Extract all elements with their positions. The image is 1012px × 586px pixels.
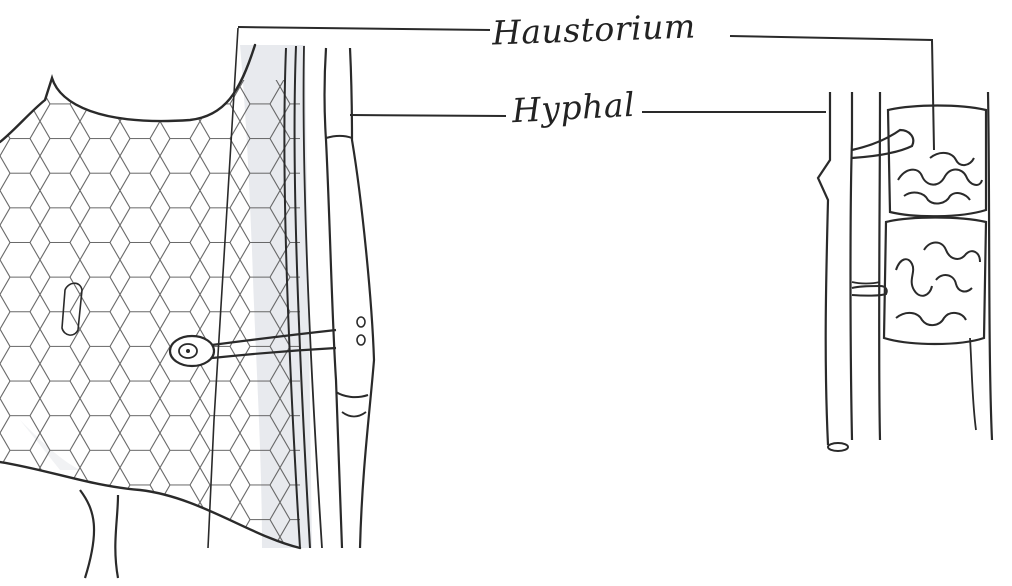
hypha-septum-1 [326,136,352,138]
haustorium-coil-lower-4 [936,275,972,291]
hypha-nucleus-1 [357,317,365,327]
mesophyll-cells [0,80,300,550]
hyphal-label: Hyphal [511,85,636,130]
haustorium-body [170,336,214,366]
haustorium-coil-upper-1 [898,170,982,185]
hypha-end [828,443,848,451]
left-panel [0,28,374,578]
hypha-right-edge [350,48,374,548]
hyphal-leader-left [350,115,506,116]
haustorium-coil-upper-3 [930,153,974,165]
hypha-left-edge [325,48,343,548]
haustorium-leader-left [238,27,490,30]
haustorium-leader-right [730,36,934,150]
haustorium-nucleolus [186,349,190,353]
hypha-nucleus-2 [357,335,365,345]
leaf-lobe-bottom-2 [115,495,118,578]
haustorium-coil-lower-1 [896,259,932,296]
branch-lower [852,286,887,296]
hypha-main-right [851,92,853,440]
haustorium-coil-upper-2 [904,193,970,204]
right-panel [818,92,992,451]
hypha-septum-2 [336,392,368,397]
haustorium-coil-lower-3 [896,313,966,325]
hypha-septum-3 [342,412,366,417]
hypha-septum [852,282,880,284]
haustorium-label: Haustorium [491,6,696,52]
frame-right [988,92,992,440]
leaf-lobe-bottom [80,490,94,578]
frame-left [879,92,880,440]
frame-inner-right [970,338,976,430]
branch-upper [852,130,913,158]
hypha-main-left [818,92,830,445]
haustorium-coil-lower-2 [924,243,980,263]
